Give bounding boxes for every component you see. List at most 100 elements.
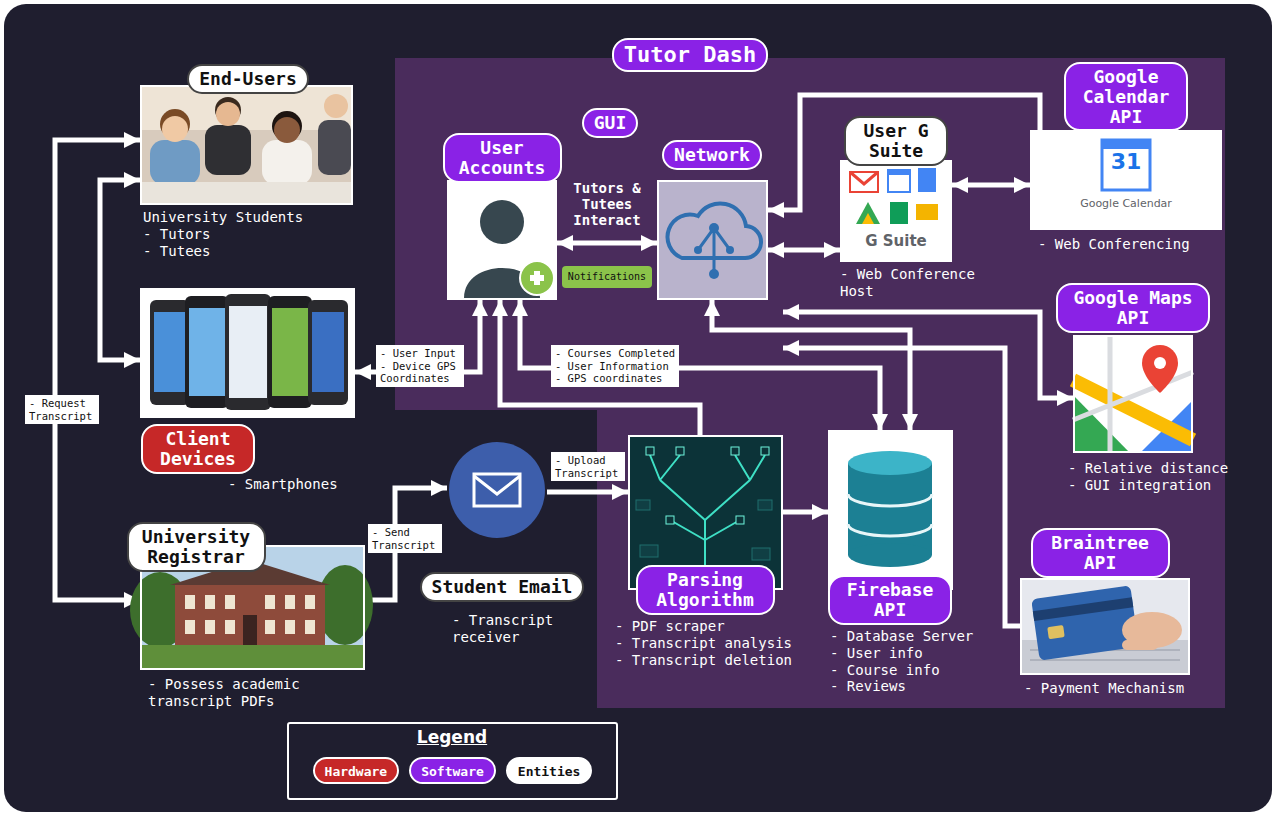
parsing-tree-picture (636, 500, 650, 510)
network-cloud-icon (709, 269, 719, 279)
payment-card-photo (1020, 578, 1190, 675)
students-photo (140, 85, 353, 205)
registrar-building-photo (225, 595, 235, 609)
edge-label: - Courses Completed - User Information -… (551, 345, 679, 387)
gui-region: User AccountsNetworkNotificationsGUI (430, 140, 783, 355)
name-pill: Client Devices (141, 424, 255, 474)
g-suite-icons (918, 168, 936, 192)
software-card: User Accounts (447, 180, 557, 300)
g-suite-icons (856, 202, 880, 224)
smartphones-photo (140, 288, 355, 418)
logo-text: Google Calendar (1080, 197, 1172, 210)
text-line: - Database Server (830, 628, 973, 645)
registrar-building-photo (265, 595, 275, 609)
name-pill: Parsing Algorithm (636, 565, 775, 615)
description-text: - Smartphones (228, 476, 338, 493)
description-text: - Relative distance - GUI integration (1068, 460, 1228, 494)
edge-label: - User Input - Device GPS Coordinates (376, 345, 464, 387)
dark-panel (4, 4, 1272, 812)
students-photo (216, 102, 240, 126)
database-icon (848, 494, 932, 536)
network-cloud-icon (726, 246, 734, 254)
text-line: - User Input (380, 347, 460, 360)
calendar-icon (1030, 130, 1222, 230)
connector-arrow (783, 510, 828, 515)
registrar-building-photo (305, 595, 315, 609)
description-text: - Possess academic transcript PDFs (148, 676, 338, 710)
smartphones-photo (154, 312, 186, 392)
g-suite-icons (840, 160, 952, 262)
connector-arrow (100, 180, 140, 360)
hardware-card: Client Devices- Smartphones (140, 288, 355, 418)
system-region: User AccountsNetworkNotificationsGUIUser… (395, 58, 1225, 708)
api-card: Google Maps API- Relative distance - GUI… (1073, 335, 1193, 453)
students-photo (150, 140, 200, 185)
network-cloud-icon (657, 180, 768, 300)
smartphones-photo (308, 300, 348, 405)
name-pill: Firebase API (828, 575, 952, 625)
database-icon (848, 463, 932, 555)
payment-card-photo (1033, 597, 1133, 621)
text-line: - Device GPS Coordinates (380, 360, 460, 385)
registrar-building-photo (285, 620, 295, 634)
text-line: - Transcript analysis (615, 635, 792, 652)
students-photo (262, 140, 312, 185)
user-account-icon (447, 180, 557, 300)
callout-text: Notifications (568, 271, 646, 283)
parsing-tree-picture (752, 548, 770, 560)
g-suite-icons (850, 172, 878, 192)
students-photo (205, 125, 251, 175)
registrar-building-photo (185, 620, 195, 634)
students-photo (274, 117, 300, 143)
registrar-building-photo (225, 620, 235, 634)
smartphones-photo (185, 296, 229, 408)
legend-row: Hardware Software Entities (287, 757, 618, 784)
description-text: - Web Conferencing (1038, 236, 1190, 253)
payment-card-photo (1031, 585, 1139, 660)
logo-text: G Suite (865, 232, 927, 250)
smartphones-photo (312, 312, 344, 392)
edge-label: Tutors & Tutees Interact (571, 180, 643, 228)
api-card: Firebase API- Database Server - User inf… (828, 430, 953, 590)
map-icon (1073, 335, 1193, 453)
legend-text: Software (421, 764, 484, 779)
region-shape (395, 58, 1225, 708)
g-suite-icons (888, 170, 910, 192)
legend-swatch: Hardware (313, 757, 400, 784)
registrar-building-photo (185, 595, 195, 609)
text-line: - User Information (555, 360, 675, 373)
text-line: - GUI integration (1068, 477, 1228, 494)
entity-card: End-UsersUniversity Students - Tutors - … (140, 85, 353, 205)
legend-swatch: Entities (506, 757, 593, 784)
g-suite-icons (888, 170, 910, 175)
smartphones-photo (268, 296, 312, 408)
map-icon (1154, 357, 1166, 369)
email-icon (449, 442, 545, 538)
user-account-icon (480, 200, 524, 244)
registrar-building-photo (205, 595, 215, 609)
students-photo (140, 182, 353, 205)
g-suite-icons (850, 172, 878, 184)
name-pill: Tutor Dash (612, 38, 768, 72)
parsing-tree-picture (640, 545, 658, 557)
name-pill: End-Users (187, 64, 309, 94)
g-suite-icons (862, 213, 874, 224)
registrar-building-photo (285, 595, 295, 609)
text-line: - Relative distance (1068, 460, 1228, 477)
name-pill: Network (662, 140, 762, 170)
description-text: University Students - Tutors - Tutees (143, 209, 303, 259)
database-icon (848, 451, 932, 475)
payment-card-photo (1047, 625, 1065, 639)
text-line: University Students (143, 209, 303, 226)
registrar-building-photo (205, 620, 215, 634)
user-account-icon (520, 261, 554, 295)
network-cloud-icon (709, 223, 719, 233)
payment-card-photo (1020, 578, 1190, 675)
text-line: - Courses Completed (555, 347, 675, 360)
network-cloud-icon (657, 180, 768, 300)
text-line: - PDF scraper (615, 618, 792, 635)
students-photo (324, 94, 348, 118)
email-icon (449, 442, 545, 538)
edge-label: - Upload Transcript (551, 452, 625, 481)
smartphones-photo (225, 294, 271, 410)
